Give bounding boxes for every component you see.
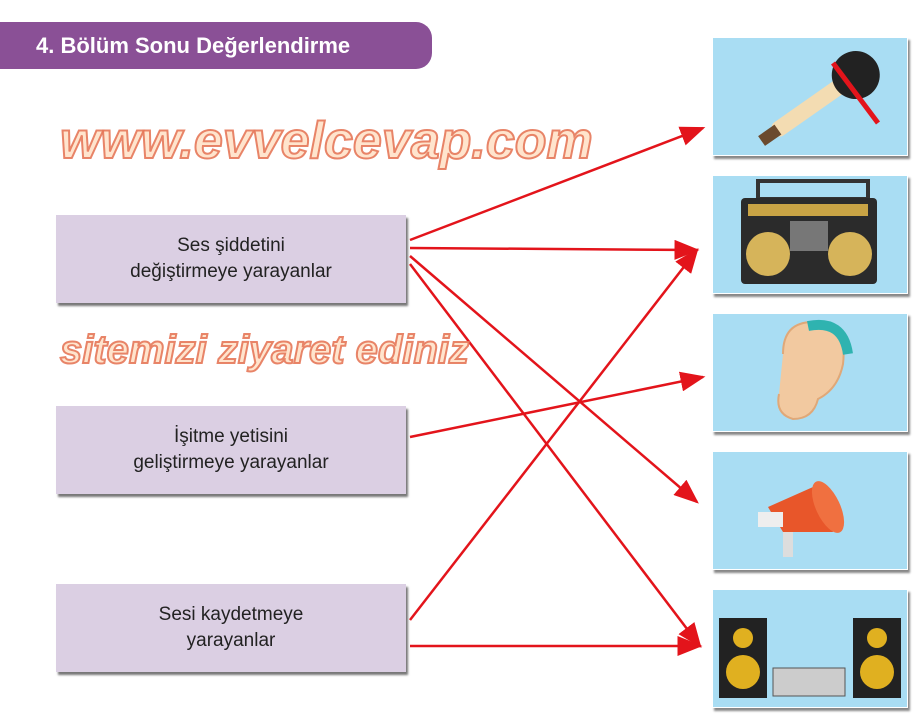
category-box-recording[interactable]: Sesi kaydetmeye yarayanlar (56, 584, 406, 672)
muted-microphone-icon (758, 51, 880, 146)
match-arrow (409, 126, 706, 242)
match-arrow (409, 248, 699, 621)
boombox-icon (741, 179, 877, 284)
watermark-note: sitemizi ziyaret ediniz (59, 328, 470, 372)
match-arrow (409, 239, 700, 260)
image-microphone[interactable] (712, 37, 908, 156)
category-box-volume[interactable]: Ses şiddetini değiştirmeye yarayanlar (56, 215, 406, 303)
match-arrow (409, 255, 699, 504)
image-speakers[interactable] (712, 589, 908, 708)
speaker-system-icon (719, 618, 901, 698)
megaphone-icon (758, 481, 845, 557)
page-title: 4. Bölüm Sonu Değerlendirme (0, 22, 432, 69)
watermark-site: www.evvelcevap.com (59, 112, 594, 170)
hearing-aid-icon (777, 319, 853, 421)
category-box-hearing[interactable]: İşitme yetisini geliştirmeye yarayanlar (56, 406, 406, 494)
image-megaphone[interactable] (712, 451, 908, 570)
image-boombox[interactable] (712, 175, 908, 294)
image-ear[interactable] (712, 313, 908, 432)
match-arrow (409, 371, 706, 439)
match-arrow (409, 263, 702, 648)
